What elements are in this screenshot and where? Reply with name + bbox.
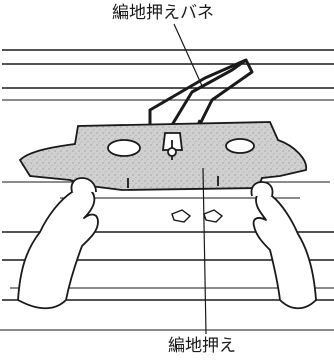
spring-label: 編地押えバネ xyxy=(112,3,214,23)
right-hand xyxy=(250,181,317,310)
left-hand xyxy=(17,177,99,310)
holder-plate xyxy=(18,121,307,191)
needle-parts xyxy=(171,209,224,223)
label-pointers xyxy=(173,23,207,335)
holder-label: 編地押え xyxy=(168,336,236,356)
